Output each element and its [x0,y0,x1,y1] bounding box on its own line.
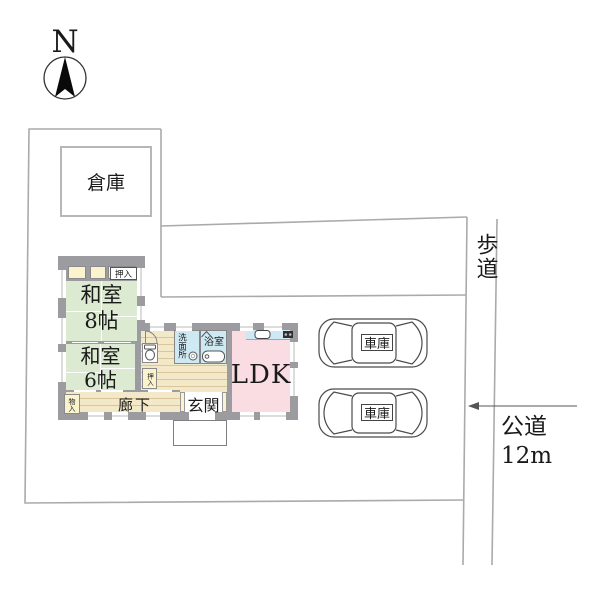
garage-label-2: 車庫 [361,404,393,422]
north-label: N [51,24,79,60]
window [58,352,66,382]
washitsu6-label: 和室 6帖 [66,344,135,392]
window [88,412,104,420]
fusuma-gap [72,341,98,344]
road-label-block: 公道 12m [501,413,552,471]
washitsu8-line2: 8帖 [84,309,119,333]
window [176,323,192,331]
washitsu6-line1: 和室 [80,344,121,368]
shoji-gap [148,390,172,392]
washitsu6-line2: 6帖 [84,368,117,392]
window [264,323,282,331]
ldk-label: LDK [230,360,292,390]
window [260,412,286,420]
rouka-label: 廊下 [117,395,152,414]
garage-label-1: 車庫 [361,334,393,352]
sidewalk-label: 歩道 [472,233,498,281]
north-compass-icon [43,56,87,100]
entrance-porch [173,420,227,446]
window [137,306,145,320]
genkan-label: 玄関 [187,396,220,415]
road-width-label: 12m [501,443,553,469]
yokushitsu-label: 浴室 [204,336,224,348]
road-arrow [468,402,577,410]
window [58,270,66,298]
warehouse-box: 倉庫 [60,146,152,217]
window [58,318,66,344]
washitsu8-line1: 和室 [80,282,123,307]
fusuma-gap [104,341,131,344]
kitchen-counter [246,330,290,340]
road-label: 公道 [501,414,547,440]
window [150,323,164,331]
toilet-room [142,343,158,363]
window [290,342,298,362]
warehouse-label: 倉庫 [86,172,125,194]
window [240,412,254,420]
oshiire-small-label: 押入 [145,372,154,386]
washitsu8-label: 和室 8帖 [66,278,137,338]
house-wall-top-nw [58,256,145,264]
monoire-label: 物入 [68,397,76,412]
senmenjo-label: 洗面所 [176,333,187,359]
window [240,323,253,331]
window [137,268,145,296]
